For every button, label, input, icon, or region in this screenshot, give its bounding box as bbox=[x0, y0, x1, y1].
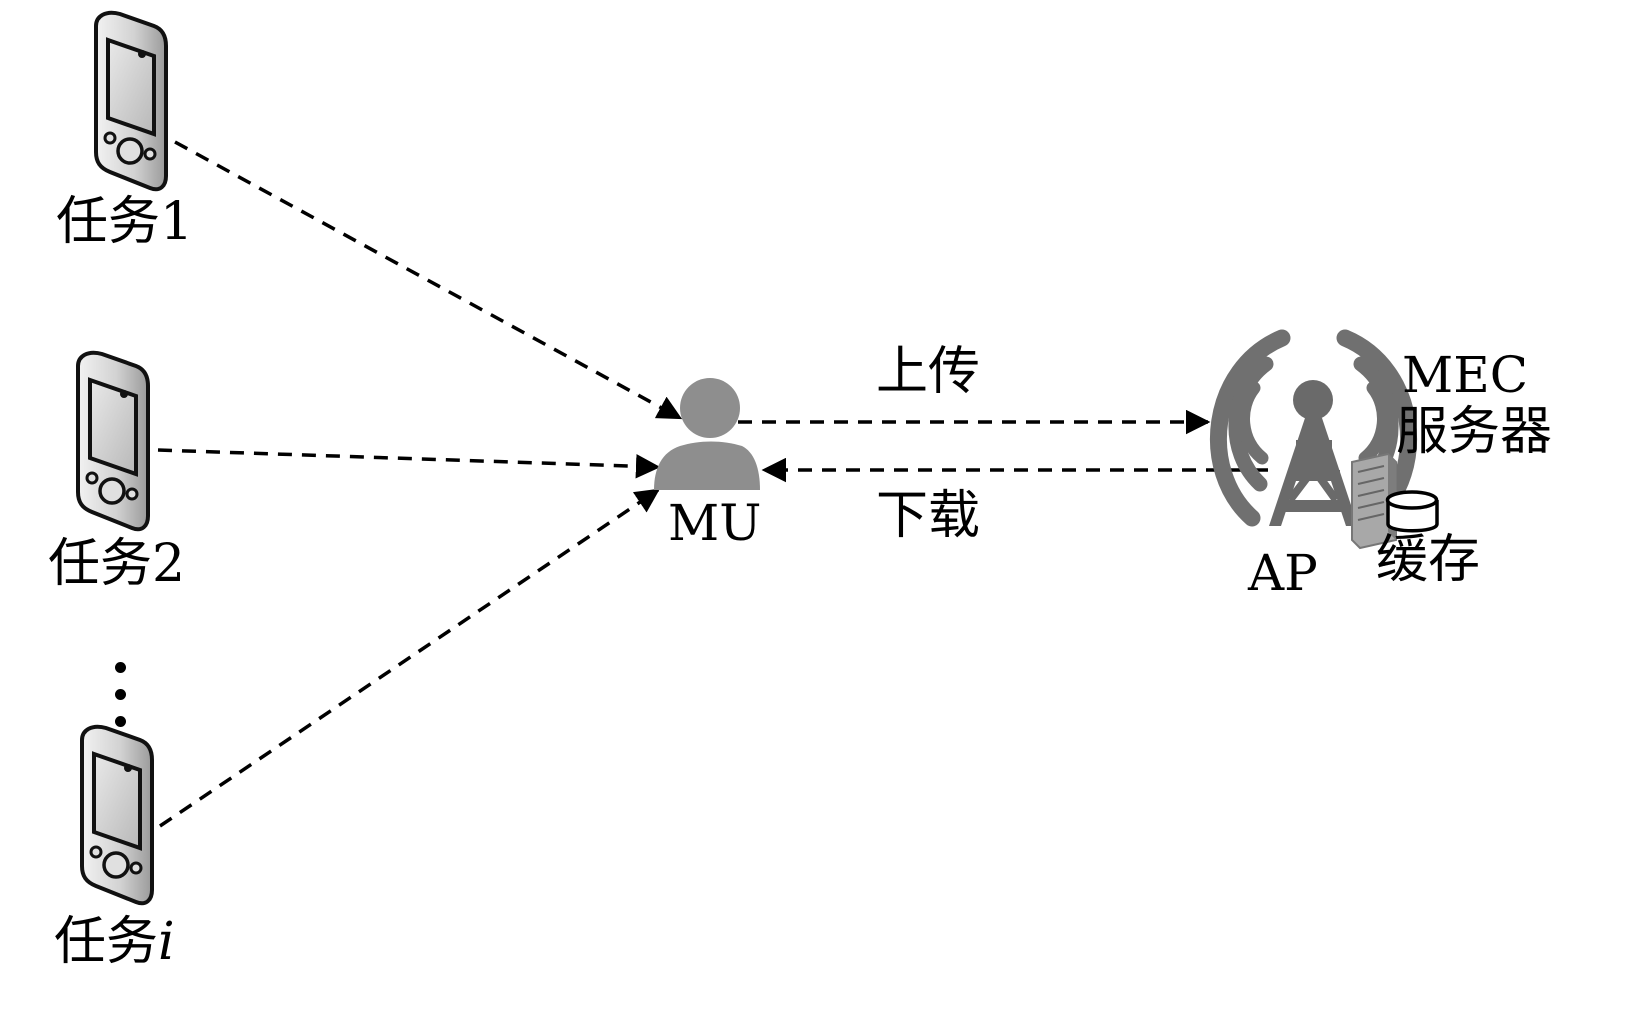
ap-label: AP bbox=[1248, 544, 1318, 602]
phone-icon-1 bbox=[94, 10, 168, 192]
task-label-1: 任务1 bbox=[56, 196, 193, 248]
cache-database-icon bbox=[1385, 490, 1439, 533]
task-label-2-prefix: 任务 bbox=[48, 534, 153, 594]
task-label-i-prefix: 任务 bbox=[54, 912, 159, 972]
task-label-2: 任务2 bbox=[48, 538, 185, 590]
task-label-1-index: 1 bbox=[160, 192, 194, 252]
mec-label-line2: 服务器 bbox=[1396, 402, 1553, 462]
download-label: 下载 bbox=[876, 486, 981, 546]
link-task2-mu bbox=[157, 448, 661, 479]
upload-label: 上传 bbox=[876, 342, 981, 402]
task-label-1-prefix: 任务 bbox=[56, 192, 161, 252]
mec-label-line1: MEC bbox=[1402, 346, 1528, 404]
link-task1-mu bbox=[174, 140, 683, 420]
task-label-i: 任务i bbox=[54, 916, 175, 968]
phone-icon-2 bbox=[76, 350, 150, 532]
mu-label: MU bbox=[668, 494, 762, 552]
link-taski-mu bbox=[159, 488, 661, 828]
user-icon bbox=[654, 378, 760, 490]
cache-label: 缓存 bbox=[1376, 530, 1481, 590]
ellipsis-dots bbox=[115, 662, 129, 743]
task-label-2-index: 2 bbox=[152, 534, 186, 594]
phone-icon-i bbox=[80, 724, 154, 906]
task-label-i-index: i bbox=[158, 912, 175, 972]
